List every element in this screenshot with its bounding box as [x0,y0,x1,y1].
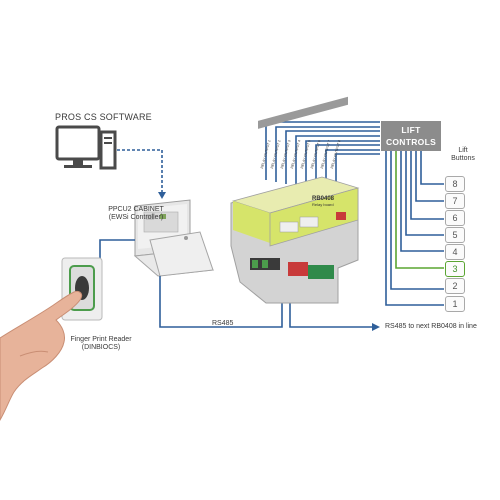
reader-label-line2: (DINBIOCS) [81,344,121,352]
cabinet-label: PPCU2 CABINET (EWSi Controller) [92,206,180,222]
lift-button-7: 7 [445,193,465,209]
arrow-head-down [158,192,166,199]
lift-button-2: 2 [445,278,465,294]
lift-button-5: 5 [445,227,465,243]
lift-buttons-line2: Buttons [451,155,475,163]
blue-wires [99,121,444,328]
lift-controls-box: LIFT CONTROLS [381,121,441,151]
green-wire [395,151,444,269]
rs485-label: RS485 [212,320,234,327]
software-label: PROS CS SOFTWARE [55,112,152,122]
reader-label: Finger Print Reader (DINBIOCS) [62,336,140,352]
cabinet-label-line2: (EWSi Controller) [108,214,164,222]
lift-controls-line1: LIFT [401,125,421,135]
computer-icon [55,125,117,170]
board-sub: Relay board [312,202,334,207]
arrow-head-right [372,323,380,331]
board-brand: RB0408 [312,196,335,202]
lift-controls-line2: CONTROLS [385,137,437,147]
lift-buttons-label: Lift Buttons [445,147,481,163]
lift-button-8: 8 [445,176,465,192]
software-link-dashed [117,149,163,196]
cabinet-image [133,199,215,277]
lift-button-4: 4 [445,244,465,260]
reader-label-line1: Finger Print Reader [70,336,132,343]
hand-image [0,291,83,421]
relay-board-image [230,96,360,304]
rs485-next-label: RS485 to next RB0408 in line [385,323,477,330]
lift-buttons-line1: Lift [458,147,468,154]
lift-button-3: 3 [445,261,465,277]
cabinet-label-line1: PPCU2 CABINET [108,206,164,213]
lift-button-6: 6 [445,210,465,226]
lift-button-1: 1 [445,296,465,312]
